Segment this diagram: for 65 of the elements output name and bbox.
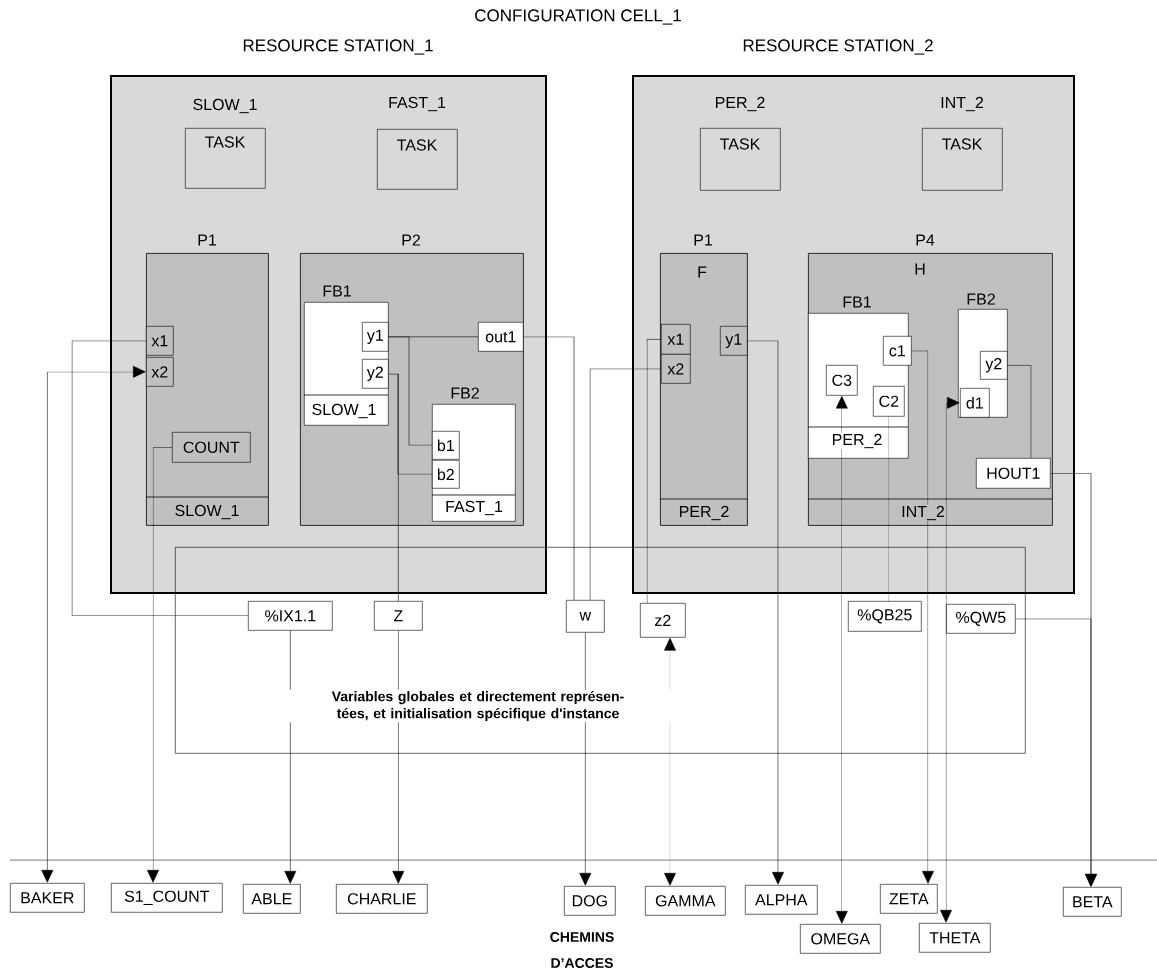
node-label: FB1 (843, 296, 871, 308)
access-path-box: DOG (564, 886, 616, 916)
connector-line (71, 340, 249, 617)
variable-box: %QB25 (848, 601, 922, 632)
title: CONFIGURATION CELL_1 (475, 9, 681, 25)
node-label: RESOURCE STATION_1 (243, 39, 433, 55)
task-box: SLOW_1 TASK (185, 98, 266, 189)
variable-box: x1 (146, 326, 174, 356)
variable-box: HOUT1 (976, 458, 1051, 489)
node-label: P1 (198, 234, 216, 246)
bus-label: CHEMINS D’ACCES (550, 932, 614, 968)
arrow (284, 630, 297, 884)
task-box: FAST_1 TASK (377, 96, 458, 190)
arrow (664, 638, 676, 886)
connector-line (1007, 365, 1032, 459)
node-label: P4 (916, 234, 935, 246)
access-path-box: THETA (919, 923, 991, 953)
access-path-box: GAMMA (645, 886, 726, 916)
arrow (835, 396, 848, 924)
task-box: PER_2 TASK (700, 96, 781, 191)
node-label: PER_2 (715, 96, 765, 112)
node-label: FB1 (323, 285, 351, 297)
arrow (392, 630, 405, 884)
access-path-box: ABLE (243, 884, 301, 914)
variable-box: COUNT (172, 432, 251, 463)
node-label: P2 (402, 234, 420, 246)
variable-box: y1 (720, 326, 748, 356)
node-label: FB2 (451, 387, 479, 399)
arrow (579, 632, 592, 886)
variable-box: %QW5 (946, 604, 1016, 634)
arrow (940, 396, 960, 923)
arrow (41, 365, 146, 883)
access-path-box: BAKER (10, 883, 85, 913)
node-label: SLOW_1 (193, 98, 257, 114)
variable-box: x1 (661, 324, 691, 355)
connector-line (646, 339, 662, 604)
variable-box: z2 (640, 603, 686, 638)
variable-box: x2 (146, 357, 174, 387)
node-label: FAST_1 (389, 96, 446, 112)
variable-box: y1 (362, 322, 389, 352)
variable-box: x2 (661, 354, 691, 384)
node-label: INT_2 (941, 96, 983, 112)
variable-box: c1 (883, 336, 912, 366)
variable-box: out1 (478, 322, 524, 352)
access-path-box: ALPHA (745, 885, 818, 915)
node-label: RESOURCE STATION_2 (743, 39, 933, 55)
access-path-box: ZETA (880, 884, 938, 914)
variable-box: b2 (432, 460, 460, 489)
variable-box: b1 (432, 431, 460, 460)
node-label: FB2 (967, 293, 995, 305)
access-path-box: S1_COUNT (111, 883, 223, 913)
variable-box: y2 (980, 351, 1008, 380)
task-box: INT_2 TASK (922, 96, 1003, 191)
variable-box: C3 (826, 365, 858, 396)
node-label: P1 (694, 234, 712, 246)
arrow (147, 447, 173, 883)
variable-box: d1 (960, 388, 990, 418)
access-path-box: OMEGA (800, 924, 881, 954)
variable-box: w (566, 600, 605, 633)
variable-box: %IX1.1 (248, 601, 333, 631)
variable-box: C2 (873, 386, 905, 417)
access-path-box: CHARLIE (336, 884, 428, 914)
variable-box: y2 (362, 359, 389, 389)
access-path-box: BETA (1063, 887, 1122, 917)
variable-box: Z (374, 601, 423, 631)
